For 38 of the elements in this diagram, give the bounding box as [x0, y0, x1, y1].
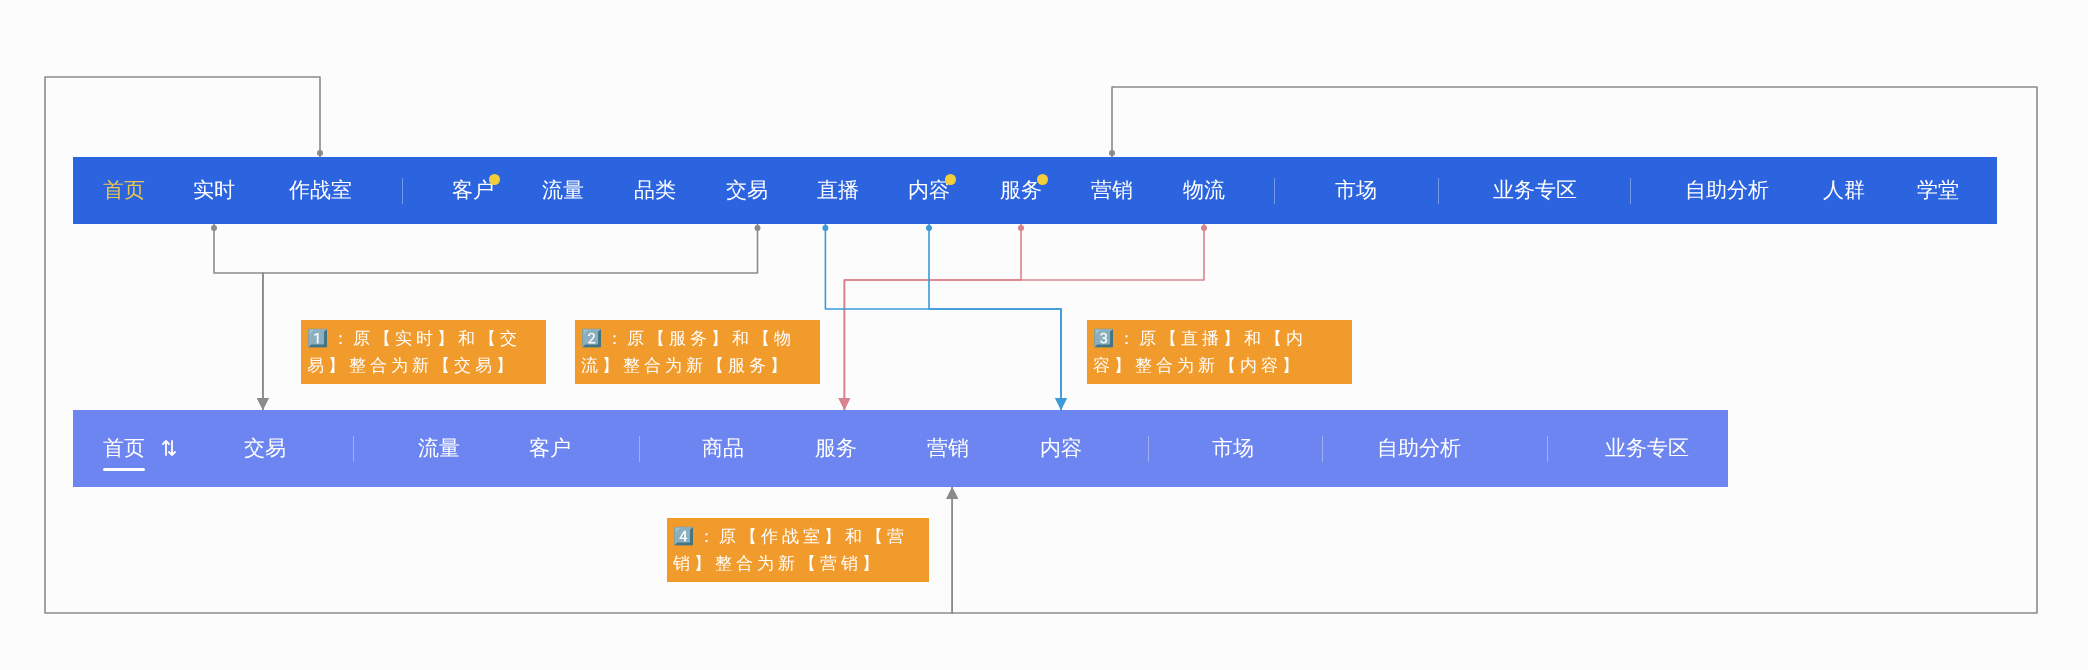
nav-bar — [73, 410, 1728, 487]
nav-item: 作战室 — [288, 177, 352, 204]
nav-item: 流量 — [418, 435, 460, 462]
nav-item: 内容 — [1040, 435, 1082, 462]
nav-item: 内容 — [908, 177, 950, 204]
nav-item: 自助分析 — [1377, 435, 1461, 462]
note-box: 2⃣：原【服务】和【物流】整合为新【服务】 — [575, 320, 820, 385]
nav-item: 商品 — [702, 435, 744, 462]
nav-item: 人群 — [1823, 177, 1865, 204]
nav-item: 实时 — [193, 177, 235, 204]
nav-item: 首页 — [103, 177, 145, 204]
nav-item: 业务专区 — [1605, 435, 1689, 462]
note-box: 4⃣：原【作战室】和【营销】整合为新【营销】 — [667, 518, 929, 583]
nav-item: 自助分析 — [1685, 177, 1769, 204]
nav-item: 业务专区 — [1493, 177, 1577, 204]
nav-bar — [73, 157, 1997, 224]
nav-item: 交易 — [244, 435, 286, 462]
nav-item: 市场 — [1212, 435, 1254, 462]
nav-item: 直播 — [817, 177, 859, 204]
nav-item: 交易 — [726, 177, 768, 204]
nav-item: 服务 — [815, 435, 857, 462]
nav-item: 学堂 — [1917, 177, 1959, 204]
arrow — [946, 86, 2038, 614]
nav-item: 客户 — [452, 177, 494, 204]
nav-item: 营销 — [1091, 177, 1133, 204]
nav-item: 服务 — [1000, 177, 1042, 204]
note-box: 3⃣：原【直播】和【内容】整合为新【内容】 — [1087, 320, 1352, 385]
nav-item: 首页 — [103, 435, 145, 462]
arrow — [926, 223, 1067, 411]
nav-item: 营销 — [927, 435, 969, 462]
nav-item: 客户 — [529, 435, 571, 462]
arrow — [256, 223, 761, 411]
nav-item: 流量 — [542, 177, 584, 204]
note-box: 1⃣：原【实时】和【交易】整合为新【交易】 — [301, 320, 546, 385]
nav-item: 品类 — [634, 177, 676, 204]
arrow — [838, 223, 1207, 411]
nav-item: 市场 — [1335, 177, 1377, 204]
nav-item: 物流 — [1183, 177, 1225, 204]
